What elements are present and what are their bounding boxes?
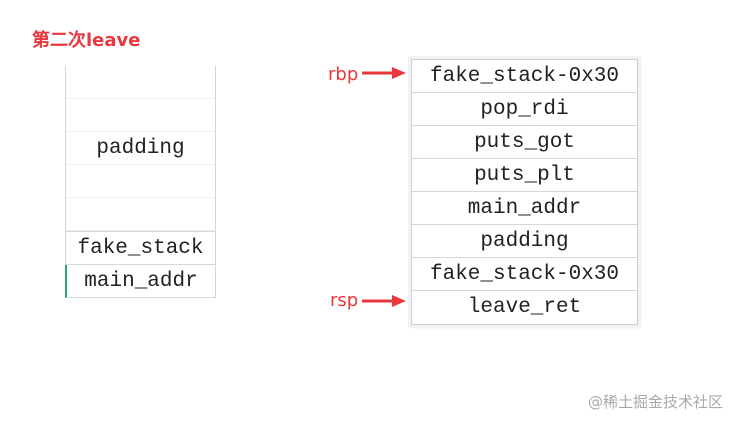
left-padding-cell: padding [66,66,215,232]
left-stack: padding fake_stack main_addr [65,66,216,298]
rsp-label: rsp [330,290,359,311]
left-cell-fake-stack: fake_stack [66,232,215,265]
rbp-arrow-icon [362,67,406,79]
right-cell-main-addr: main_addr [412,192,637,225]
left-cell-main-addr: main_addr [65,265,215,298]
right-cell-fake-stack-0x30-bottom: fake_stack-0x30 [412,258,637,291]
right-cell-leave-ret: leave_ret [467,296,582,319]
right-cell-puts-plt: puts_plt [412,159,637,192]
rbp-label: rbp [328,64,359,85]
left-padding-label: padding [92,137,189,160]
right-cell-pop-rdi: pop_rdi [412,93,637,126]
right-cell-fake-stack-0x30-top: fake_stack-0x30 [412,60,637,93]
diagram-title: 第二次leave [32,30,141,51]
watermark: @稀土掘金技术社区 [587,393,723,411]
right-cell-padding: padding [412,225,637,258]
rsp-arrow-icon [362,295,406,307]
right-stack: fake_stack-0x30 pop_rdi puts_got puts_pl… [411,59,638,325]
right-cell-puts-got: puts_got [412,126,637,159]
